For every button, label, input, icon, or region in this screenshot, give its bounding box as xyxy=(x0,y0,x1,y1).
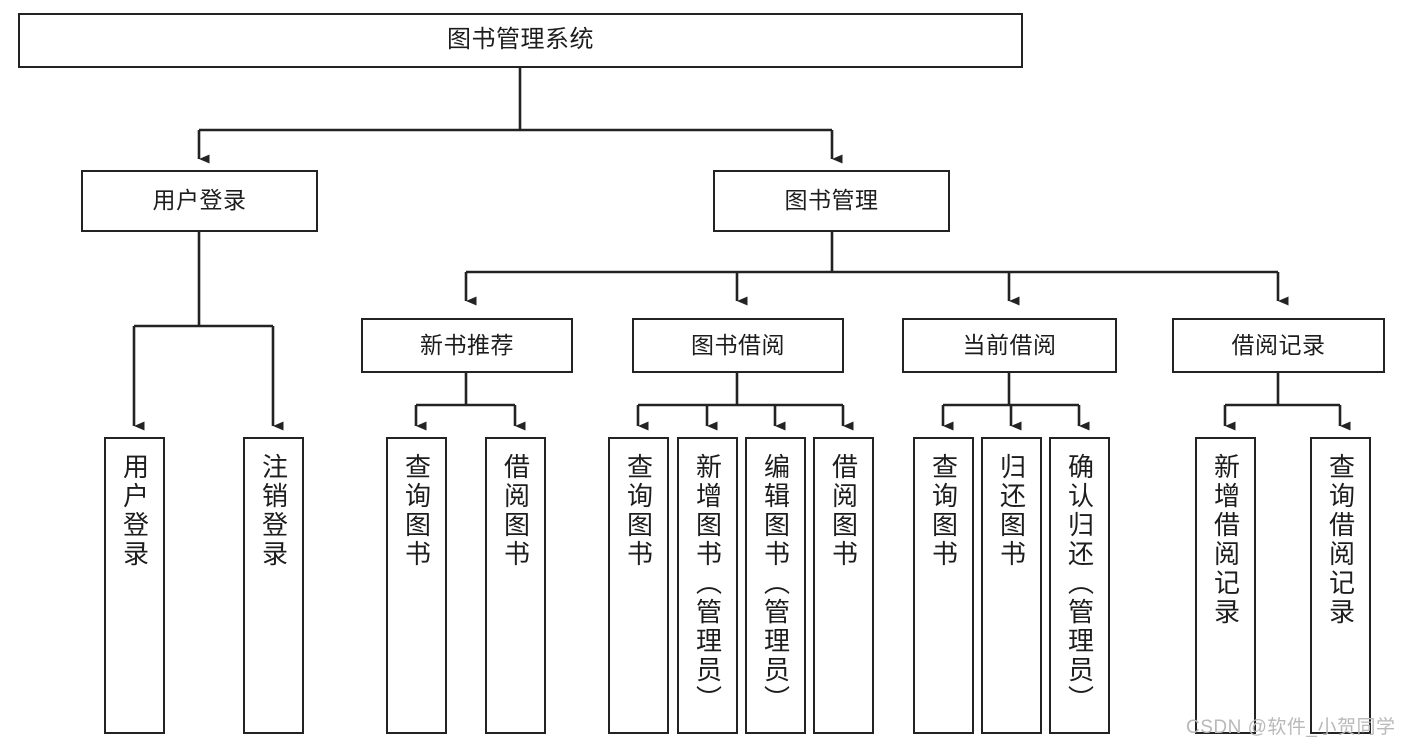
node-label: 借阅图书 xyxy=(500,453,531,569)
node-label: 用户登录 xyxy=(119,453,150,569)
node-label: 借阅记录 xyxy=(1231,331,1326,358)
node-label: 查询图书 xyxy=(401,453,432,569)
node-borrow-record[interactable]: 借阅记录 xyxy=(1172,318,1385,373)
leaf-edit-book-admin[interactable]: 编辑图书（管理员） xyxy=(745,437,806,734)
leaf-add-book-admin[interactable]: 新增图书（管理员） xyxy=(677,437,738,734)
node-book-management[interactable]: 图书管理 xyxy=(713,170,950,232)
node-label: 确认归还（管理员） xyxy=(1064,453,1095,714)
node-user-login[interactable]: 用户登录 xyxy=(81,170,318,232)
node-book-borrow[interactable]: 图书借阅 xyxy=(632,318,844,373)
node-label: 借阅图书 xyxy=(828,453,859,569)
leaf-borrow-book[interactable]: 借阅图书 xyxy=(813,437,874,734)
node-label: 注销登录 xyxy=(258,453,289,569)
node-label: 图书管理系统 xyxy=(447,26,594,54)
leaf-return-book[interactable]: 归还图书 xyxy=(981,437,1042,734)
leaf-query-book-recommend[interactable]: 查询图书 xyxy=(386,437,447,734)
node-label: 用户登录 xyxy=(152,187,247,214)
node-label: 编辑图书（管理员） xyxy=(760,453,791,714)
node-label: 当前借阅 xyxy=(962,331,1057,358)
node-label: 查询借阅记录 xyxy=(1325,453,1356,627)
node-label: 新增图书（管理员） xyxy=(692,453,723,714)
leaf-query-borrow-record[interactable]: 查询借阅记录 xyxy=(1310,437,1371,734)
node-label: 查询图书 xyxy=(928,453,959,569)
node-label: 图书管理 xyxy=(784,187,879,214)
node-label: 新书推荐 xyxy=(420,331,514,358)
leaf-confirm-return-admin[interactable]: 确认归还（管理员） xyxy=(1049,437,1110,734)
node-label: 查询图书 xyxy=(623,453,654,569)
leaf-query-book-current[interactable]: 查询图书 xyxy=(913,437,974,734)
node-current-borrow[interactable]: 当前借阅 xyxy=(902,318,1117,373)
leaf-user-login[interactable]: 用户登录 xyxy=(104,437,165,734)
node-label: 新增借阅记录 xyxy=(1210,453,1241,627)
node-label: 图书借阅 xyxy=(691,331,785,358)
leaf-add-borrow-record[interactable]: 新增借阅记录 xyxy=(1195,437,1256,734)
node-new-book-recommend[interactable]: 新书推荐 xyxy=(361,318,573,373)
node-root-book-management-system[interactable]: 图书管理系统 xyxy=(18,13,1023,68)
node-label: 归还图书 xyxy=(996,453,1027,569)
leaf-borrow-book-recommend[interactable]: 借阅图书 xyxy=(485,437,546,734)
leaf-query-book-borrow[interactable]: 查询图书 xyxy=(608,437,669,734)
leaf-logout-login[interactable]: 注销登录 xyxy=(243,437,304,734)
